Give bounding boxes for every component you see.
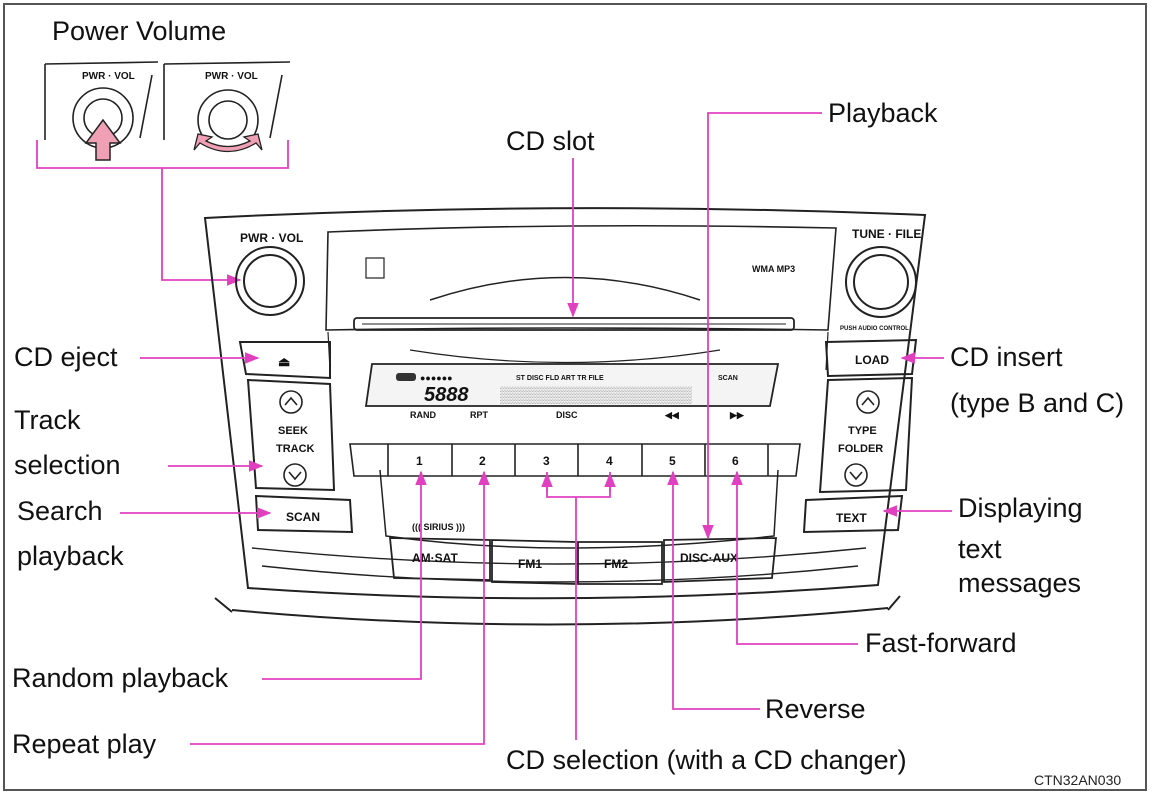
chevron-down-icon <box>288 471 302 481</box>
label-reverse: Reverse <box>765 694 866 724</box>
svg-text:◀◀: ◀◀ <box>664 410 680 420</box>
preset-button-1[interactable]: 1 <box>416 454 423 468</box>
label-search-1: Search <box>17 496 103 526</box>
label-fast-forward: Fast-forward <box>865 628 1017 658</box>
preset-dividers <box>387 444 769 476</box>
load-label: LOAD <box>855 353 889 367</box>
chevron-up-icon <box>861 396 875 406</box>
callout-lines <box>120 112 952 745</box>
seek-down-button[interactable] <box>283 463 307 487</box>
folder-down-button[interactable] <box>844 463 868 487</box>
preset-button-2[interactable]: 2 <box>479 454 486 468</box>
pwr-vol-label: PWR · VOL <box>240 231 303 245</box>
satellite-logo: ((( SIRIUS ))) <box>412 522 465 532</box>
label-cd-insert-2: (type B and C) <box>950 388 1125 418</box>
scan-label: SCAN <box>286 510 320 524</box>
inset-label-1: PWR · VOL <box>82 71 135 82</box>
display-scan: SCAN <box>718 375 738 382</box>
preset-button-row <box>349 443 801 477</box>
label-track-2: selection <box>14 450 121 480</box>
type-folder-block <box>818 376 914 494</box>
label-power-volume: Power Volume <box>52 16 227 46</box>
label-playback: Playback <box>828 98 938 128</box>
push-arrow-icon <box>84 118 122 161</box>
label-track-1: Track <box>14 405 81 435</box>
am-sat-button[interactable]: AM·SAT <box>412 551 458 565</box>
preset-button-6[interactable]: 6 <box>732 454 739 468</box>
folder-up-button[interactable] <box>856 390 880 414</box>
display-indicators: ST DISC FLD ART TR FILE <box>516 375 604 382</box>
label-search-2: playback <box>17 541 124 571</box>
label-cd-selection: CD selection (with a CD changer) <box>506 745 907 775</box>
inset-label-2: PWR · VOL <box>205 71 258 82</box>
track-label: TRACK <box>276 443 315 455</box>
label-cd-slot: CD slot <box>506 126 595 156</box>
source-buttons <box>389 537 777 585</box>
wma-mp3-logo: WMA MP3 <box>752 264 795 274</box>
label-text-2: text <box>958 534 1002 564</box>
tune-file-knob[interactable] <box>845 246 917 318</box>
preset-button-5[interactable]: 5 <box>669 454 676 468</box>
fm2-button[interactable]: FM2 <box>604 557 628 571</box>
chevron-down-icon <box>849 471 863 481</box>
push-audio-label: PUSH AUDIO CONTROL <box>840 326 909 332</box>
seek-label: SEEK <box>278 425 308 437</box>
inset-bracket <box>36 140 289 280</box>
svg-text:●●●●●●: ●●●●●● <box>420 373 453 383</box>
display-rpt: RPT <box>470 410 489 420</box>
fm1-button[interactable]: FM1 <box>518 557 542 571</box>
display-rand: RAND <box>410 410 436 420</box>
figure-border <box>3 3 1147 791</box>
preset-button-4[interactable]: 4 <box>606 454 613 468</box>
text-button[interactable] <box>802 494 904 534</box>
label-cd-insert-1: CD insert <box>950 342 1063 372</box>
label-cd-eject: CD eject <box>14 342 118 372</box>
seek-up-button[interactable] <box>279 390 303 414</box>
load-button[interactable] <box>824 338 918 378</box>
cd-logo-icon <box>365 257 385 279</box>
eject-icon: ⏏ <box>278 354 290 369</box>
display-disc: DISC <box>556 410 578 420</box>
chevron-up-icon <box>284 396 298 406</box>
label-text-3: messages <box>958 568 1082 598</box>
tune-file-label: TUNE · FILE <box>852 227 921 241</box>
text-label: TEXT <box>836 511 867 525</box>
eject-button[interactable] <box>238 341 331 380</box>
label-repeat-play: Repeat play <box>12 729 157 759</box>
lcd-display: ●●●●●● ST DISC FLD ART TR FILE SCAN 5888… <box>364 363 780 420</box>
radio-panel <box>203 207 927 626</box>
display-number: 5888 <box>424 384 469 406</box>
label-random-playback: Random playback <box>12 663 229 693</box>
label-text-1: Displaying <box>958 493 1083 523</box>
seek-track-block <box>246 378 336 492</box>
rotate-arrow-icon <box>193 133 263 153</box>
folder-label: FOLDER <box>838 443 883 455</box>
svg-text:▶▶: ▶▶ <box>729 410 745 420</box>
svg-text:▒▒▒▒▒▒▒▒▒▒▒▒▒▒▒▒▒▒▒▒: ▒▒▒▒▒▒▒▒▒▒▒▒▒▒▒▒▒▒▒▒ <box>500 386 692 405</box>
type-label: TYPE <box>848 425 877 437</box>
pwr-vol-knob[interactable] <box>235 246 305 316</box>
preset-button-3[interactable]: 3 <box>543 454 550 468</box>
figure-code: CTN32AN030 <box>1034 772 1122 788</box>
disc-aux-button[interactable]: DISC·AUX <box>680 551 738 565</box>
